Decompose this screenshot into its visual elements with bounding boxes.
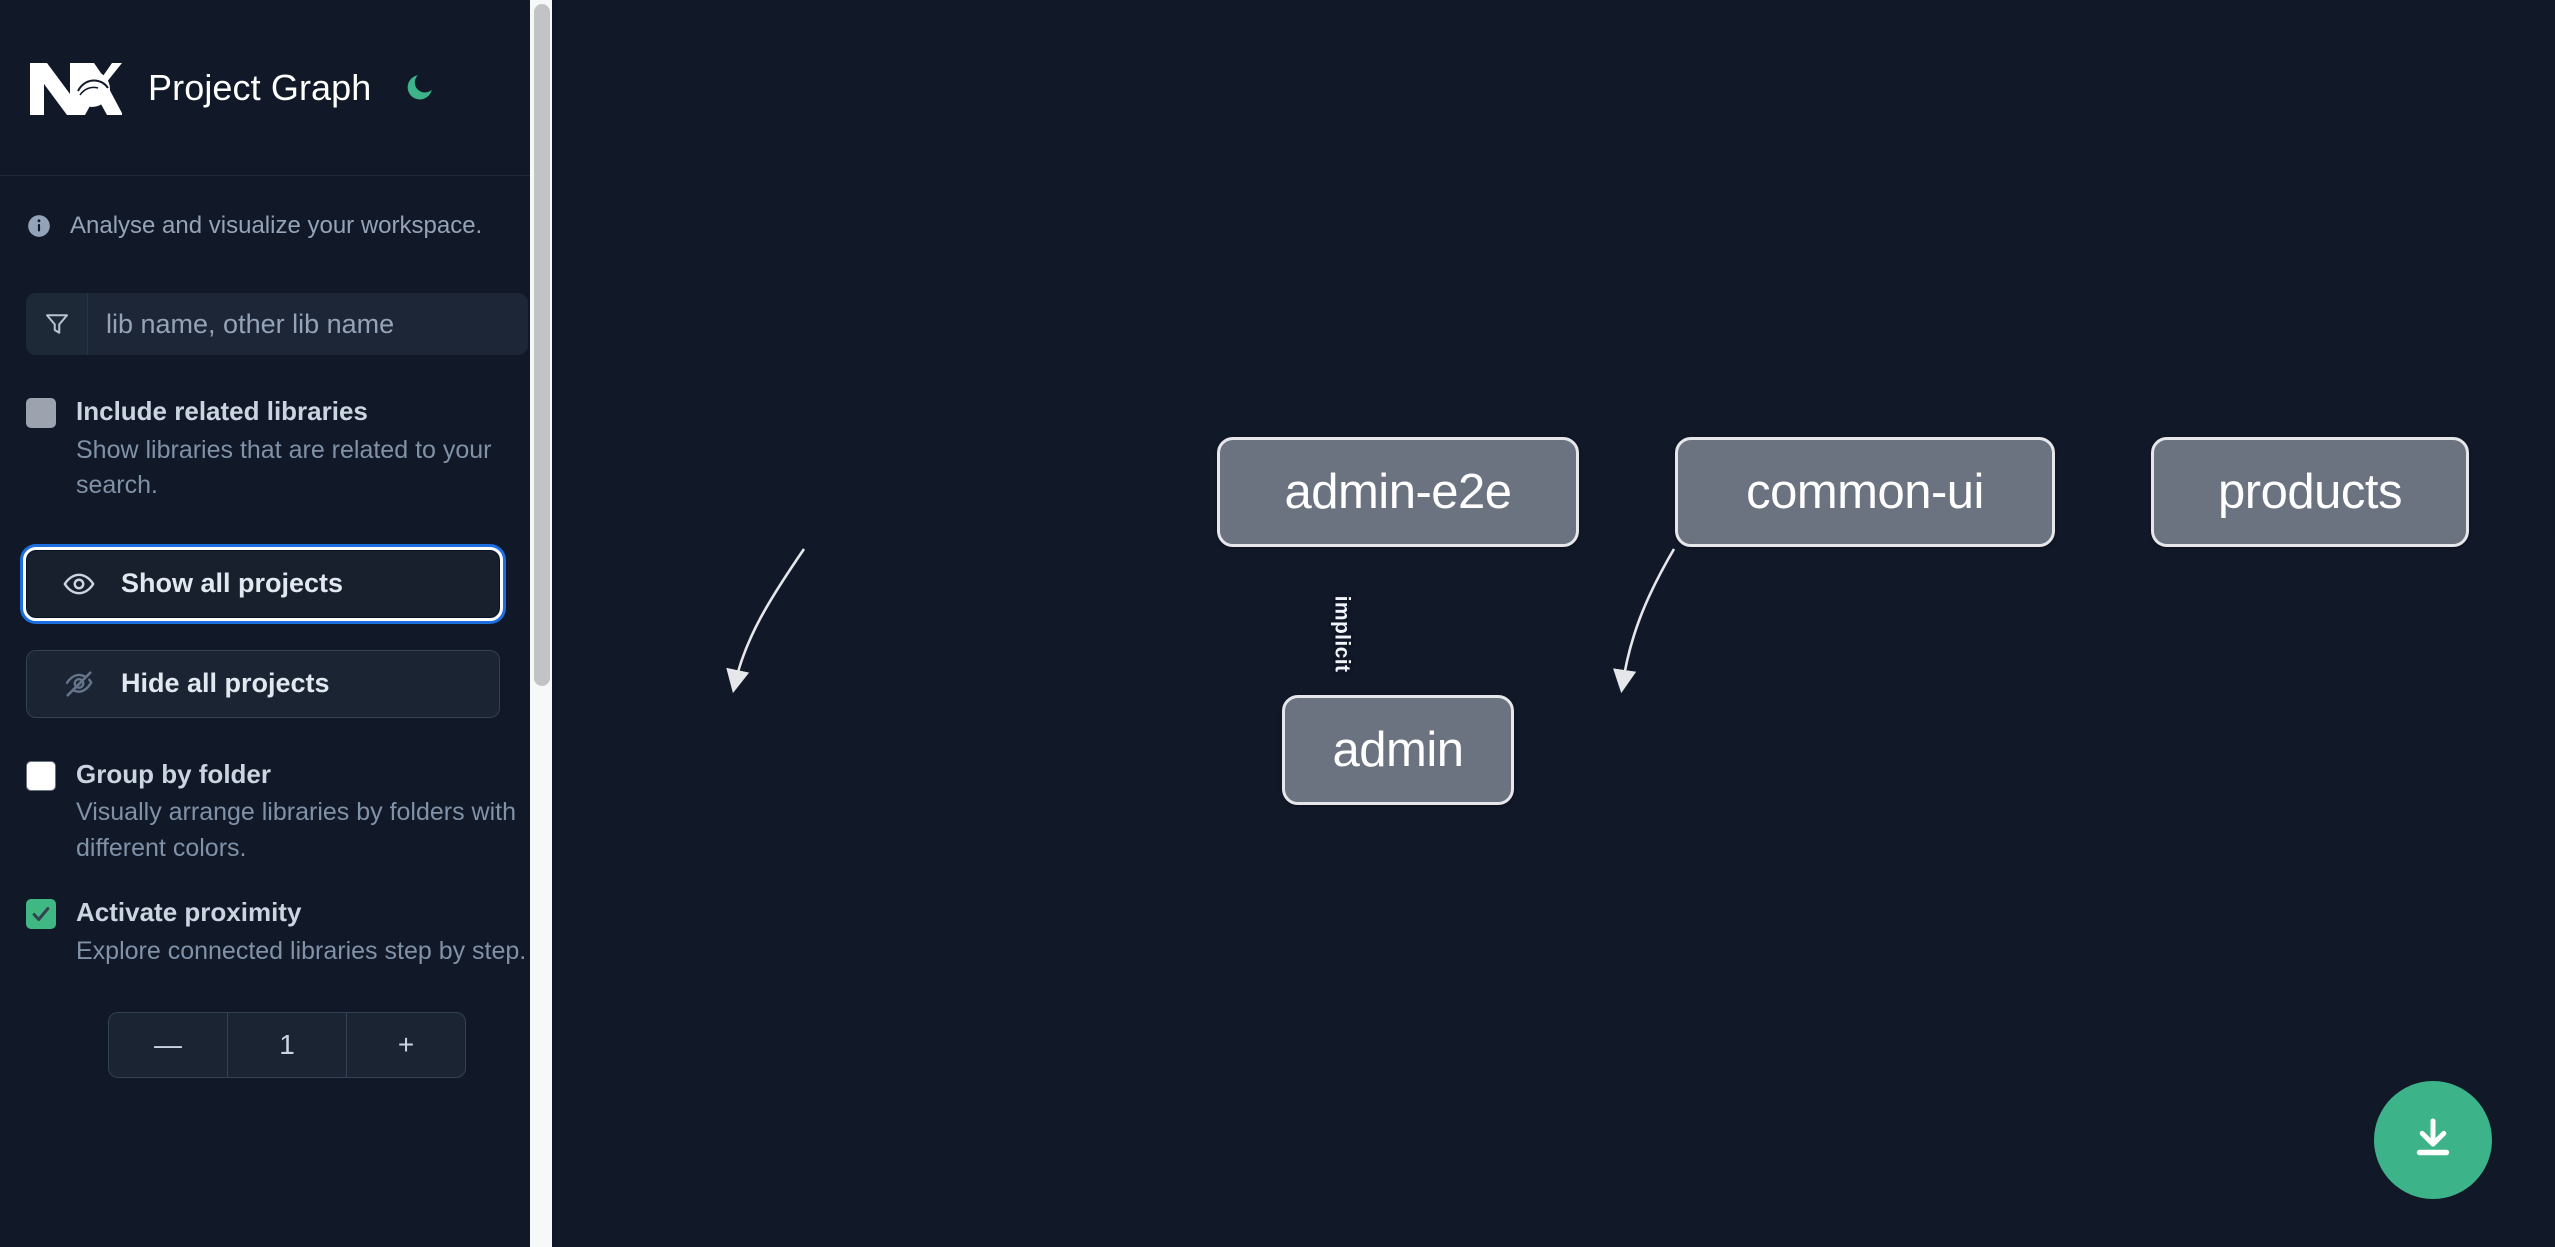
graph-node-admin-e2e[interactable]: admin-e2e <box>1217 437 1579 547</box>
tagline-text: Analyse and visualize your workspace. <box>70 212 483 239</box>
graph-node-label: products <box>2218 465 2402 519</box>
group-by-folder-description: Visually arrange libraries by folders wi… <box>76 798 517 862</box>
include-related-libraries-checkbox[interactable] <box>26 398 56 428</box>
proximity-stepper-wrap: — 1 + <box>0 1011 554 1078</box>
graph-node-label: admin <box>1332 723 1464 777</box>
graph-node-label: common-ui <box>1746 465 1984 519</box>
eye-off-icon <box>61 666 97 702</box>
activate-proximity-label: Activate proximity <box>76 897 302 928</box>
activate-proximity-description: Explore connected libraries step by step… <box>76 937 527 966</box>
graph-canvas[interactable]: admin-e2e common-ui products store-e2e a… <box>554 0 2555 1247</box>
search-input[interactable] <box>88 293 528 355</box>
graph-node-products[interactable]: products <box>2151 437 2469 547</box>
edge-store-e2e-to-store <box>1613 548 1676 694</box>
activate-proximity-checkbox[interactable] <box>26 899 56 930</box>
filter-funnel-icon <box>26 293 88 355</box>
group-by-folder-checkbox[interactable] <box>26 760 56 791</box>
sidebar-header: Project Graph <box>0 0 554 176</box>
proximity-value: 1 <box>227 1012 347 1077</box>
option-group-by-folder[interactable]: Group by folder Visually arrange librari… <box>0 756 554 867</box>
info-icon <box>26 213 52 239</box>
download-button[interactable] <box>2374 1081 2492 1199</box>
sidebar-scrollbar-track[interactable] <box>530 0 554 1247</box>
graph-node-admin[interactable]: admin <box>1282 695 1514 805</box>
edge-label-implicit-admin: implicit <box>1330 595 1354 673</box>
graph-node-common-ui[interactable]: common-ui <box>1675 437 2055 547</box>
option-activate-proximity[interactable]: Activate proximity Explore connected lib… <box>0 894 554 969</box>
group-by-folder-label: Group by folder <box>76 758 271 789</box>
proximity-stepper: — 1 + <box>108 1011 466 1078</box>
eye-icon <box>61 566 97 602</box>
hide-all-projects-button[interactable]: Hide all projects <box>26 649 500 718</box>
visibility-buttons: Show all projects Hide all projects <box>0 546 554 718</box>
include-related-libraries-label: Include related libraries <box>76 396 368 426</box>
download-icon <box>2406 1112 2460 1169</box>
nx-logo-icon <box>26 57 123 119</box>
workspace-tagline: Analyse and visualize your workspace. <box>0 176 554 240</box>
hide-all-projects-label: Hide all projects <box>121 668 330 699</box>
option-include-related-libraries[interactable]: Include related libraries Show libraries… <box>0 393 554 504</box>
sidebar-divider <box>552 0 554 1247</box>
edge-admin-e2e-to-admin <box>726 548 806 694</box>
sidebar: Project Graph Analyse and visualize your… <box>0 0 554 1247</box>
proximity-increment-button[interactable]: + <box>397 1028 415 1060</box>
include-related-libraries-description: Show libraries that are related to your … <box>76 435 492 500</box>
graph-node-label: admin-e2e <box>1284 465 1512 519</box>
show-all-projects-button[interactable]: Show all projects <box>23 546 503 621</box>
moon-icon[interactable] <box>399 68 439 108</box>
page-title: Project Graph <box>148 66 372 108</box>
sidebar-scrollbar-thumb[interactable] <box>534 4 550 686</box>
graph-edges <box>726 548 1676 694</box>
show-all-projects-label: Show all projects <box>121 568 344 599</box>
search-box[interactable] <box>26 293 528 355</box>
proximity-decrement-button[interactable]: — <box>154 1028 182 1060</box>
